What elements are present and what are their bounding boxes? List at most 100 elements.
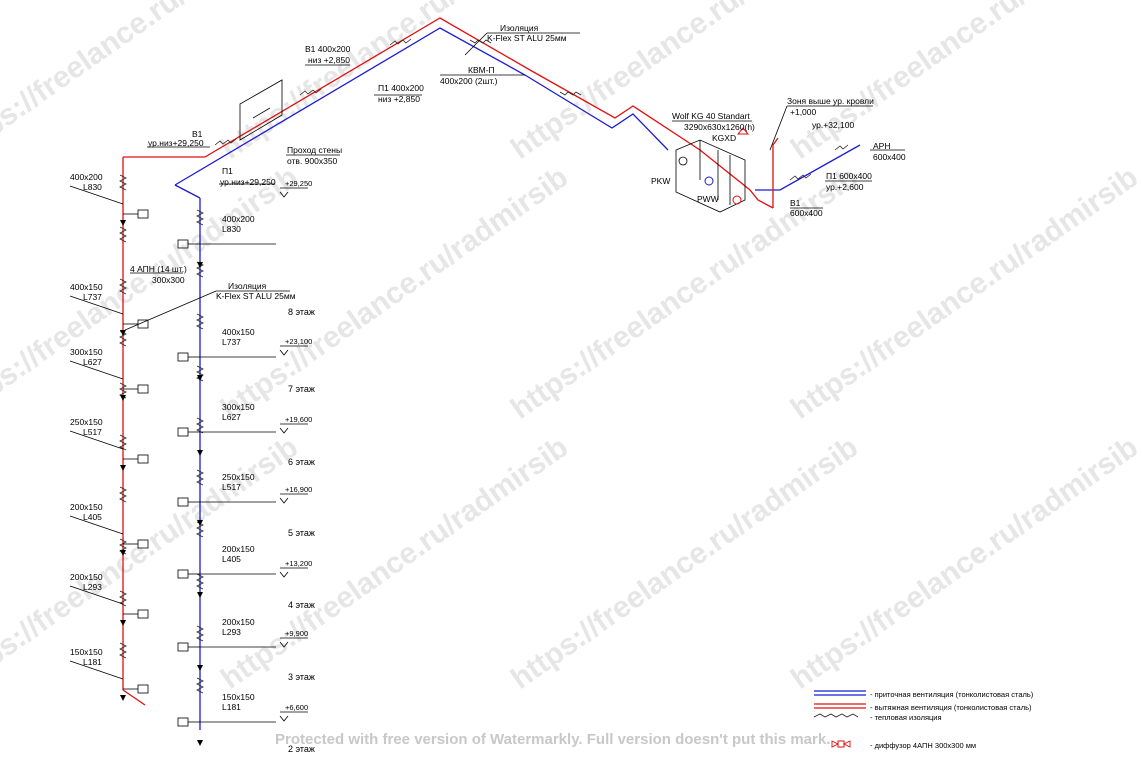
supply-size-label: 400х200 (222, 214, 255, 224)
pass-title: Проход стены (287, 145, 342, 155)
pkw-label: PKW (651, 176, 670, 186)
riser-insulation-mark (119, 486, 127, 503)
exhaust-size-label: 400х200 (70, 172, 103, 182)
supply-length-label: L293 (222, 627, 241, 637)
leader-line (69, 185, 124, 205)
zone-title: Зоня выше ур. кровли (787, 96, 874, 106)
riser-size-labels: 400х200L830400х150L737300х150L627250х150… (70, 172, 315, 754)
zone-level: +1,000 (790, 107, 817, 117)
watermark-bottom: Protected with free version of Watermark… (275, 731, 830, 748)
p1-duct-label: П1 400х200 (378, 83, 424, 93)
leader-line (464, 32, 488, 56)
leader-line (69, 660, 124, 680)
supply-size-label: 400х150 (222, 327, 255, 337)
level-mark-icon (279, 191, 289, 198)
riser-insulation-mark (196, 625, 204, 642)
exhaust-length-label: L517 (83, 427, 102, 437)
diffuser-icon (137, 684, 149, 694)
pww-label: PWW (697, 194, 719, 204)
b1-left-label: В1 (192, 129, 203, 139)
exhaust-length-label: L181 (83, 657, 102, 667)
riser-insulation-mark (196, 469, 204, 486)
exhaust-size-label: 300х150 (70, 347, 103, 357)
riser-insulation-mark (196, 417, 204, 434)
insulation-spec-top: K-Flex ST ALU 25мм (487, 33, 567, 43)
riser-insulation-mark (196, 365, 204, 382)
supply-length-label: L830 (222, 224, 241, 234)
kgxd-label: KGXD (712, 133, 736, 143)
supply-length-label: L737 (222, 337, 241, 347)
riser-details (69, 174, 308, 746)
diffuser-icon (177, 717, 189, 727)
flow-arrow-icon (120, 695, 126, 701)
exhaust-size-label: 200х150 (70, 572, 103, 582)
b1-bottom-label: В1 (790, 198, 801, 208)
floor-label: 4 этаж (288, 600, 315, 610)
fan-icon (678, 156, 688, 166)
flow-arrow-icon (120, 220, 126, 226)
floor-label: 8 этаж (288, 307, 315, 317)
p1-600-level: ур.+2,600 (826, 182, 864, 192)
exhaust-size-label: 400х150 (70, 282, 103, 292)
exhaust-size-label: 150х150 (70, 647, 103, 657)
riser-insulation-mark (196, 677, 204, 694)
leader-line (124, 290, 217, 331)
pass-size: отв. 900х350 (287, 156, 338, 166)
flow-arrow-icon (197, 450, 203, 456)
riser-insulation-mark (119, 174, 127, 191)
level-label: +19,600 (285, 415, 312, 424)
supply-main-duct (174, 27, 669, 186)
p1-600-label: П1 600х400 (826, 171, 872, 181)
diffuser-icon (137, 384, 149, 394)
supply-length-label: L517 (222, 482, 241, 492)
flow-arrow-icon (120, 550, 126, 556)
top-ducts (123, 17, 861, 209)
p1-left-level: ур.низ+29,250 (220, 177, 276, 187)
leader-line (69, 295, 124, 315)
exhaust-outlet-duct (772, 137, 779, 208)
floor-label: 3 этаж (288, 672, 315, 682)
watermark-layer: https://freelance.ru/radmirsib https://f… (0, 0, 1142, 696)
diffuser-icon (137, 454, 149, 464)
p1-level-label: низ +2,850 (378, 94, 420, 104)
level-mark-icon (279, 571, 289, 578)
roof-marker-icon (736, 127, 750, 135)
riser-insulation-mark (196, 573, 204, 590)
diffuser-icon (177, 352, 189, 362)
exhaust-length-label: L830 (83, 182, 102, 192)
riser-insulation-mark (196, 521, 204, 538)
supply-size-label: 200х150 (222, 617, 255, 627)
heater-icon (704, 176, 714, 186)
arh-size: 600х400 (873, 152, 906, 162)
floor-label: 5 этаж (288, 528, 315, 538)
unit-dims: 3290х630х1260(h) (684, 122, 755, 132)
level-mark-icon (279, 715, 289, 722)
level-label: +6,600 (285, 703, 308, 712)
level-label: +29,250 (285, 179, 312, 188)
floor-label: 7 этаж (288, 384, 315, 394)
insulation-title-top: Изоляция (500, 23, 539, 33)
kvm-title: КВМ-П (468, 65, 495, 75)
supply-length-label: L181 (222, 702, 241, 712)
insulation-marks (214, 38, 849, 181)
riser-insulation-mark (119, 642, 127, 659)
b1-level-label: низ +2,850 (308, 55, 350, 65)
flow-arrow-icon (197, 375, 203, 381)
wall-passage (239, 79, 283, 141)
flow-arrow-icon (197, 520, 203, 526)
legend-diffuser: - диффузор 4АПН 300х300 мм (870, 741, 976, 750)
unit-title: Wolf KG 40 Standart (672, 111, 750, 121)
flow-arrow-icon (120, 465, 126, 471)
legend-exhaust: - вытяжная вентиляция (тонколистовая ста… (870, 703, 1032, 712)
b1-bottom-size: 600х400 (790, 208, 823, 218)
leaders (124, 32, 905, 331)
level-mark-icon (279, 641, 289, 648)
diffuser-icon (177, 427, 189, 437)
exhaust-length-label: L405 (83, 512, 102, 522)
supply-size-label: 300х150 (222, 402, 255, 412)
flow-arrow-icon (120, 330, 126, 336)
air-handling-unit (675, 127, 750, 213)
exhaust-length-label: L627 (83, 357, 102, 367)
watermark-text: https://freelance.ru/radmirsib (785, 0, 1142, 166)
